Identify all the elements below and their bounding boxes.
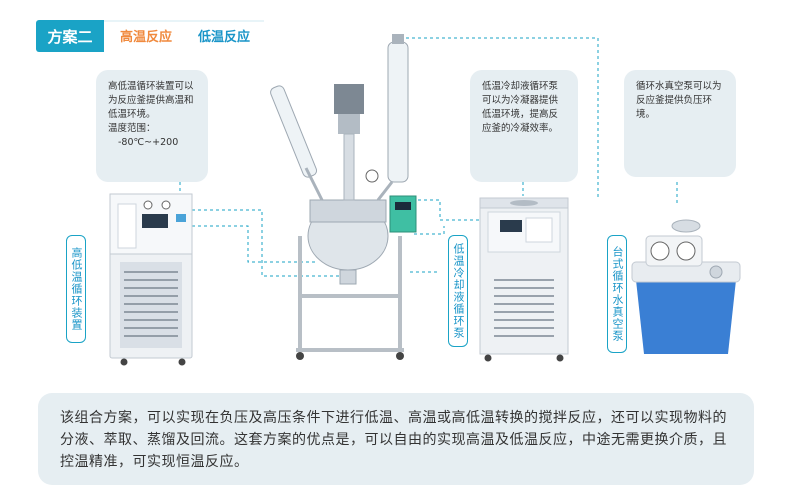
- equipment-illustration: [109, 34, 741, 366]
- label-vacuum-pump: 台式循环水真空泵: [607, 235, 627, 353]
- water-circulating-vacuum-pump: [631, 219, 741, 354]
- callout-text: 低温冷却液循环泵可以为冷凝器提供低温环境，提高反应釜的冷凝效率。: [482, 81, 559, 134]
- label-high-low-circulator: 高低温循环装置: [66, 235, 86, 343]
- low-temp-coolant-circulator: [479, 197, 569, 362]
- label-low-temp-coolant-pump: 低温冷却液循环泵: [448, 235, 468, 347]
- plan-title-tab: 方案二: [36, 20, 104, 52]
- temperature-range-value: -80℃~+200: [118, 137, 179, 148]
- callout-chiller: 低温冷却液循环泵可以为冷凝器提供低温环境，提高反应釜的冷凝效率。: [470, 70, 578, 182]
- callout-high-low-circulator: 高低温循环装置可以为反应釜提供高温和低温环境。 温度范围： -80℃~+200: [96, 70, 208, 182]
- high-low-temp-circulator: [109, 193, 193, 366]
- tab-high-temp-reaction[interactable]: 高温反应: [120, 30, 173, 45]
- callout-text: 高低温循环装置可以为反应釜提供高温和低温环境。: [108, 81, 194, 120]
- tab-strip: [104, 20, 264, 52]
- callout-vacuum-pump: 循环水真空泵可以为反应釜提供负压环境。: [624, 70, 736, 177]
- description-text: 该组合方案，可以实现在负压及高压条件下进行低温、高温或高低温转换的搅拌反应，还可…: [60, 410, 727, 470]
- description-panel: 该组合方案，可以实现在负压及高压条件下进行低温、高温或高低温转换的搅拌反应，还可…: [38, 393, 754, 485]
- connector-lines: [179, 37, 678, 277]
- temperature-range-label: 温度范围：: [108, 123, 156, 134]
- glass-reactor: [270, 34, 417, 360]
- callout-text: 循环水真空泵可以为反应釜提供负压环境。: [636, 81, 722, 120]
- tab-low-temp-reaction[interactable]: 低温反应: [198, 30, 251, 45]
